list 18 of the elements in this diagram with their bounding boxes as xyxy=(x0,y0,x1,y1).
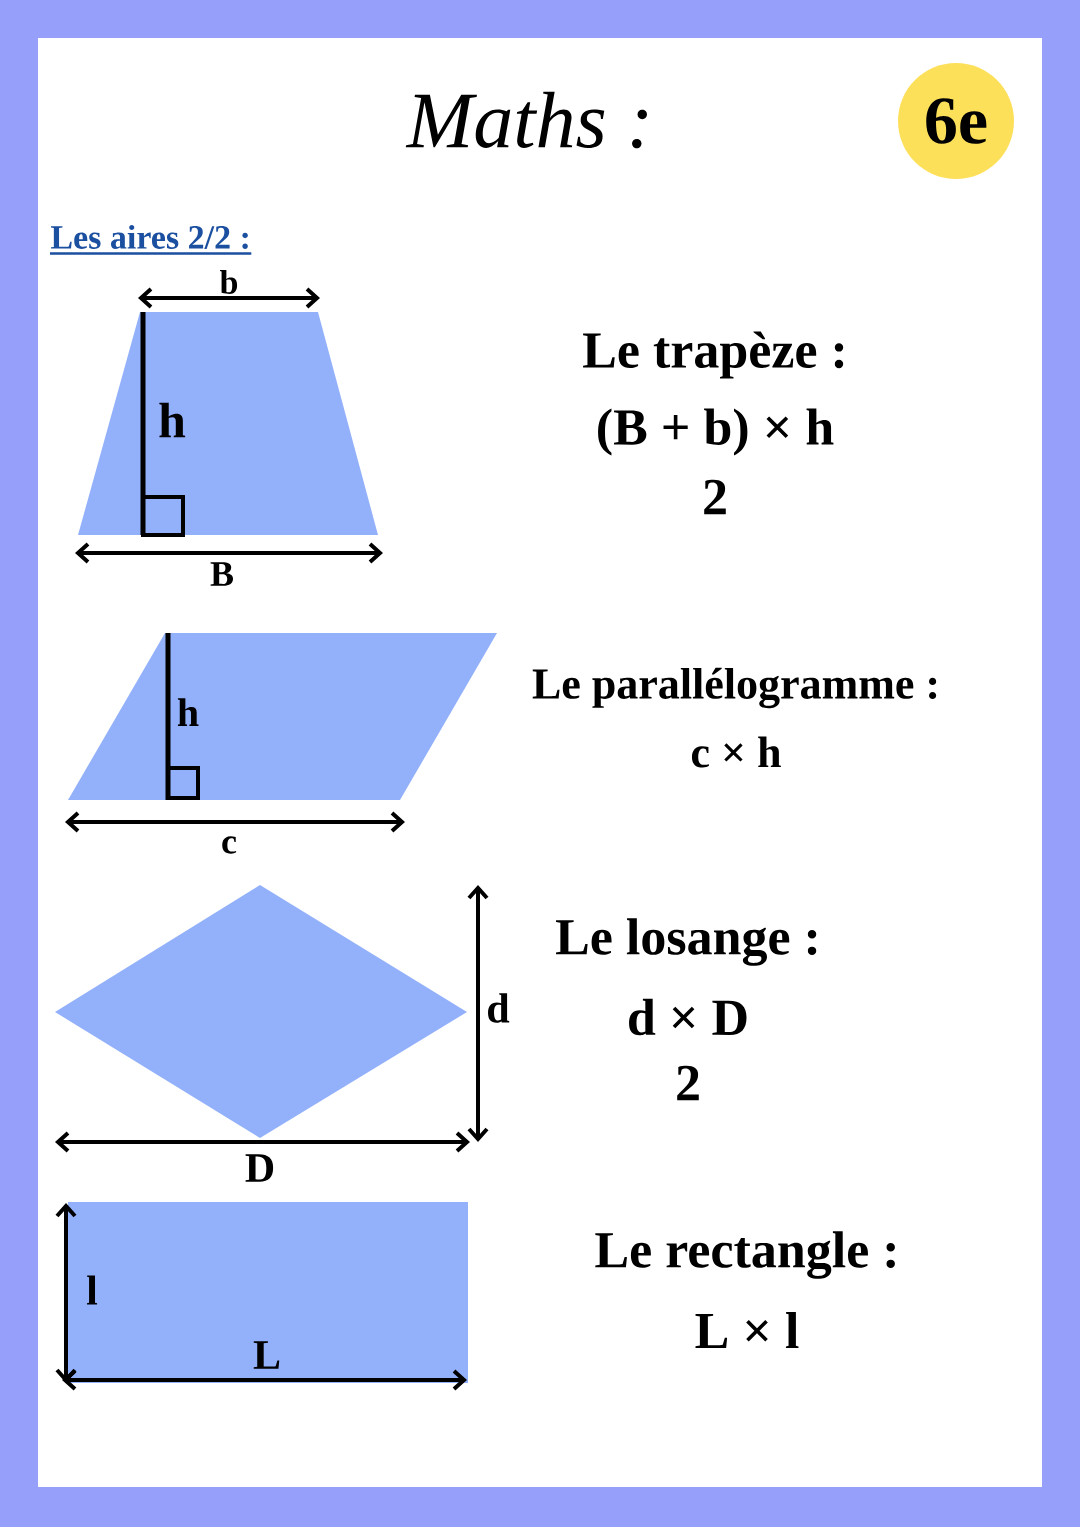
rhombus-shape xyxy=(55,885,467,1138)
dimension-label: B xyxy=(210,562,233,586)
formula: 2 xyxy=(704,479,726,515)
shape-name: Le losange : xyxy=(556,918,817,966)
formula: L × l xyxy=(695,1312,799,1349)
formula: d × D xyxy=(629,998,747,1036)
shape-name: Le trapèze : xyxy=(583,331,844,379)
grade-badge: 6e xyxy=(898,63,1014,179)
formula: 2 xyxy=(677,1065,699,1101)
section-heading: Les aires 2/2 : xyxy=(50,225,252,255)
title: Maths : xyxy=(405,91,647,149)
dimension-label: D xyxy=(245,1154,274,1182)
dimension-label: d xyxy=(488,993,510,1023)
dimension-label: c xyxy=(222,836,237,854)
dimension-label: b xyxy=(220,270,238,294)
formula: c × h xyxy=(691,736,781,768)
formula: (B + b) × h xyxy=(598,408,834,456)
shape-name: Le rectangle : xyxy=(595,1231,895,1279)
